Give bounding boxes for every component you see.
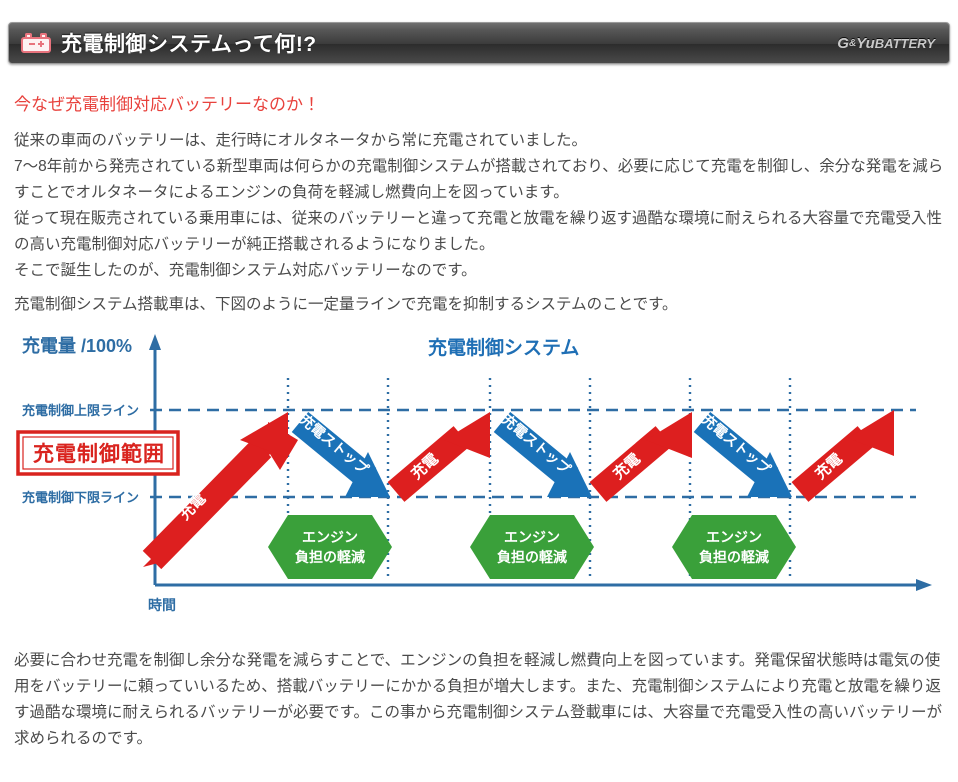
charge-control-range-label: 充電制御範囲 — [33, 442, 165, 466]
battery-icon — [21, 33, 51, 53]
stop-arrow-2: 充電ストップ — [493, 411, 592, 497]
charge-arrow-2: 充電 — [387, 412, 490, 502]
lower-limit-label: 充電制御下限ライン — [22, 490, 139, 505]
charge-arrow-3: 充電 — [589, 412, 692, 502]
engine-relief-band-2: エンジン 負担の軽減 — [470, 515, 594, 579]
brand-logo-battery: BATTERY — [874, 35, 935, 51]
engine-relief-band-1-line2: 負担の軽減 — [295, 549, 365, 565]
conclusion-paragraph: 必要に合わせ充電を制御し余分な発電を減らすことで、エンジンの負担を軽減し燃費向上… — [14, 648, 950, 752]
charge-control-diagram: 充電量 /100% 時間 充電制御システム 充電制御上限ライン 充電制御下限ライ… — [0, 330, 958, 630]
intro-line-4: そこで誕生したのが、充電制御システム対応バッテリーなのです。 — [14, 262, 477, 279]
conclusion-line-1: 必要に合わせ充電を制御し余分な発電を減らすことで、エンジンの負担を軽減し燃費向上… — [14, 652, 942, 747]
brand-logo: G&YuBATTERY — [837, 35, 935, 52]
page-title: 充電制御システムって何!? — [61, 33, 317, 56]
y-axis-label: 充電量 /100% — [22, 335, 132, 356]
x-axis-label: 時間 — [148, 597, 176, 613]
brand-logo-g: G — [837, 34, 849, 52]
intro-line-1: 従来の車両のバッテリーは、走行時にオルタネータから常に充電されていました。 — [14, 132, 588, 149]
engine-relief-band-1: エンジン 負担の軽減 — [268, 515, 392, 579]
brand-logo-amp: & — [848, 37, 857, 49]
engine-relief-band-2-line2: 負担の軽減 — [497, 549, 567, 565]
page-header: 充電制御システムって何!? G&YuBATTERY — [8, 22, 950, 64]
brand-logo-yu: Yu — [856, 34, 875, 52]
charge-control-range-box: 充電制御範囲 — [16, 430, 180, 476]
lead-heading: 今なぜ充電制御対応バッテリーなのか！ — [14, 95, 320, 114]
engine-relief-band-3: エンジン 負担の軽減 — [672, 515, 796, 579]
intro-paragraph-block: 従来の車両のバッテリーは、走行時にオルタネータから常に充電されていました。 7～… — [14, 128, 946, 284]
intro-line-3: 従って現在販売されている乗用車には、従来のバッテリーと違って充電と放電を繰り返す… — [14, 210, 942, 253]
upper-limit-label: 充電制御上限ライン — [22, 403, 139, 418]
engine-relief-band-1-line1: エンジン — [302, 529, 358, 545]
chart-title: 充電制御システム — [428, 336, 579, 359]
diagram-intro-line-1: 充電制御システム搭載車は、下図のように一定量ラインで充電を抑制するシステムのこと… — [14, 296, 678, 313]
engine-relief-band-3-line2: 負担の軽減 — [699, 549, 769, 565]
stop-arrow-3: 充電ストップ — [693, 411, 792, 497]
engine-relief-band-2-line1: エンジン — [504, 529, 560, 545]
intro-line-2: 7～8年前から発売されている新型車両は何らかの充電制御システムが搭載されており、… — [14, 158, 944, 201]
charge-arrow-4: 充電 — [791, 410, 894, 502]
diagram-intro-paragraph: 充電制御システム搭載車は、下図のように一定量ラインで充電を抑制するシステムのこと… — [14, 292, 946, 318]
stop-arrow-1: 充電ストップ — [291, 411, 390, 497]
engine-relief-band-3-line1: エンジン — [706, 529, 762, 545]
